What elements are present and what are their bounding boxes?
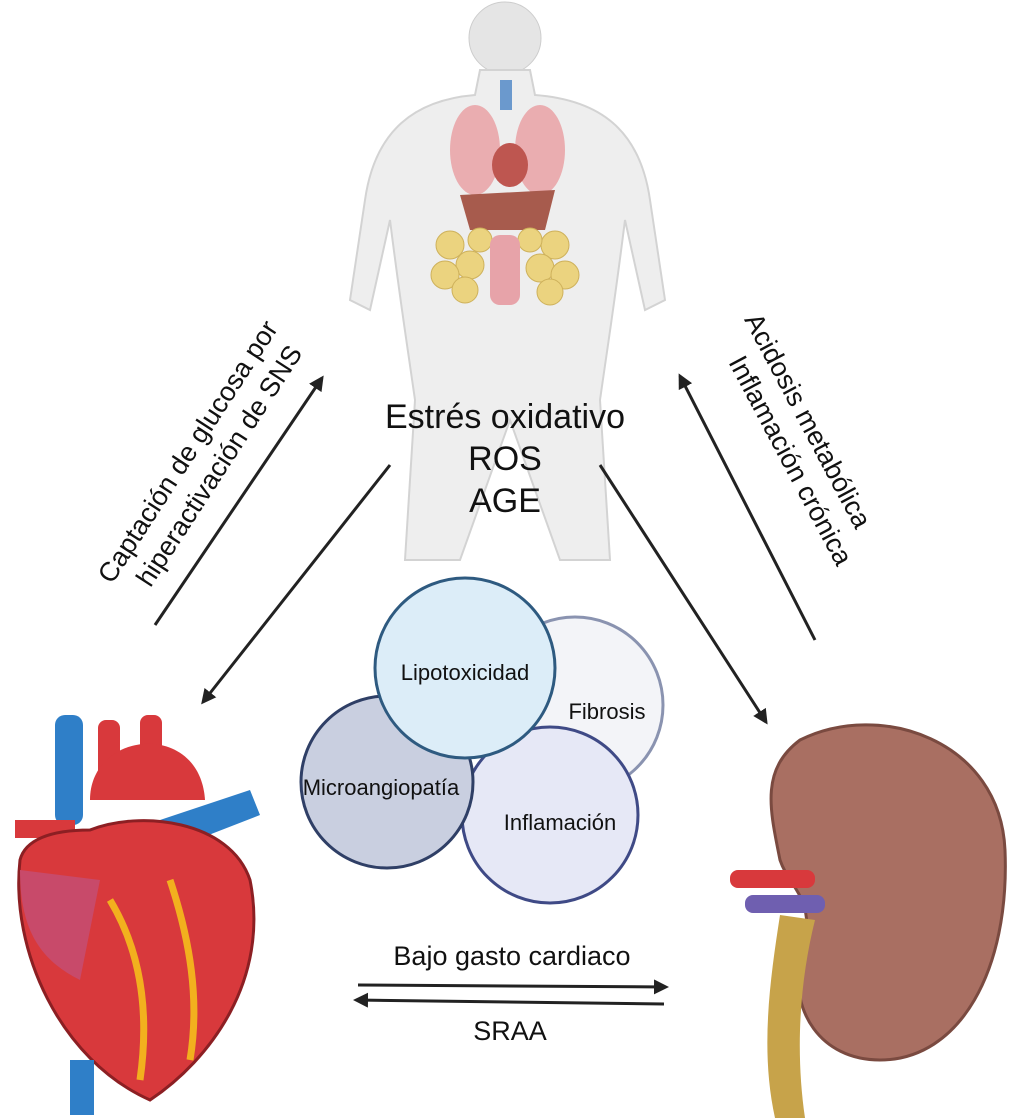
left-link-line-1: Captación de glucosa por	[92, 315, 284, 588]
arrow-kidney-to-body	[678, 373, 817, 641]
right-link-label: Inflamación crónica Acidosis metabólica	[723, 308, 878, 571]
lung-left-icon	[450, 105, 500, 195]
fat-deposits-icon	[430, 227, 580, 306]
center-label-ros: ROS	[468, 440, 542, 478]
arrow-heart-to-body	[153, 375, 324, 626]
arrow-body-to-kidney	[598, 464, 768, 725]
circle-label: Fibrosis	[568, 699, 645, 724]
circle-lipotoxicidad: Lipotoxicidad	[373, 576, 557, 760]
circle-label: Inflamación	[504, 810, 617, 835]
kidney-illustration	[730, 723, 1007, 1118]
circle-label: Lipotoxicidad	[401, 660, 529, 685]
center-label-age: AGE	[469, 482, 541, 520]
arrow-heart-to-kidney	[357, 979, 669, 995]
left-link-label: Captación de glucosa por hiperactivación…	[92, 315, 308, 592]
heart-illustration	[15, 715, 260, 1115]
lung-right-icon	[515, 105, 565, 195]
arrow-body-to-heart	[201, 464, 392, 705]
body-illustration	[348, 1, 667, 561]
bottom-link-bottom-label: SRAA	[473, 1016, 547, 1046]
liver-icon	[460, 190, 555, 230]
center-label-oxidative-stress: Estrés oxidativo	[385, 398, 625, 436]
arrow-kidney-to-heart	[353, 992, 665, 1008]
bottom-link-top-label: Bajo gasto cardiaco	[393, 941, 630, 971]
circle-label: Microangiopatía	[303, 775, 460, 800]
small-heart-icon	[492, 143, 528, 187]
